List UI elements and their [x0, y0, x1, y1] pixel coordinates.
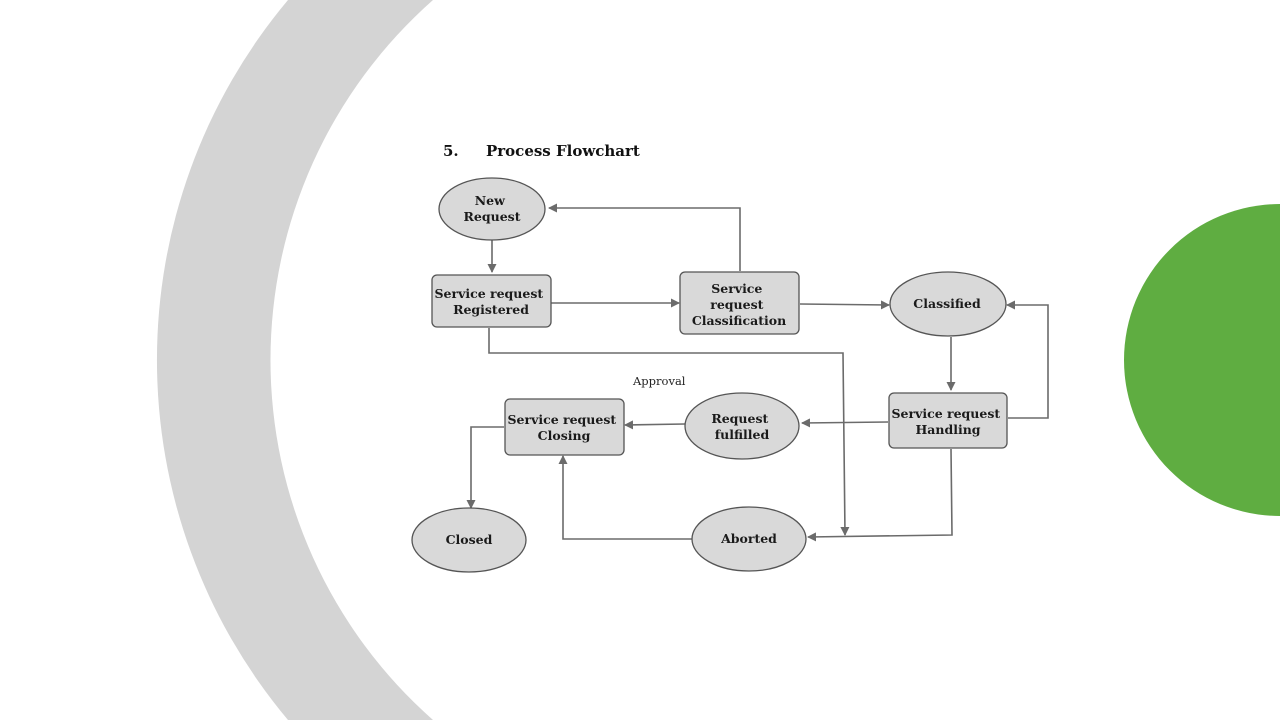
node-label-line: request: [710, 297, 763, 312]
node-shape: [889, 271, 1007, 337]
background-arc: [156, 0, 433, 720]
connector-fulfilled-to-closing: [624, 420, 686, 430]
node-closed: Closed: [411, 507, 527, 573]
node-label: Service request Registered: [435, 286, 548, 317]
node-label-line: Service request: [892, 406, 1001, 421]
node-label-line: Request: [464, 209, 521, 224]
node-shape: [691, 506, 807, 572]
connector-handling-to-aborted: [807, 448, 953, 542]
node-label-line: Request: [711, 411, 768, 426]
node-label: Closed: [446, 532, 493, 547]
node-shape: [684, 392, 800, 460]
connector-classification-to-classified: [799, 300, 890, 310]
node-shape: [504, 398, 625, 456]
node-shape: [888, 392, 1008, 449]
connector-registered-to-aborted: [488, 328, 850, 536]
node-label-line: Classified: [913, 296, 981, 311]
section-number: 5.: [443, 142, 459, 160]
node-label: Service request Handling: [892, 406, 1005, 437]
node-handling: Service request Handling: [888, 392, 1008, 449]
flowchart-connectors: [466, 203, 1049, 542]
node-label-line: Registered: [453, 302, 529, 317]
node-label-line: Classification: [692, 313, 786, 328]
node-label: Aborted: [720, 531, 777, 546]
node-label: New Request: [464, 193, 521, 224]
node-label: Request fulfilled: [711, 411, 772, 442]
node-classified: Classified: [889, 271, 1007, 337]
node-label-line: fulfilled: [715, 427, 770, 442]
connector-closing-to-closed: [466, 426, 504, 509]
node-registered: Service request Registered: [431, 274, 552, 328]
node-shape: [431, 274, 552, 328]
accent-circle: [1124, 204, 1280, 516]
connector-handling-to-classified: [1006, 300, 1049, 419]
node-closing: Service request Closing: [504, 398, 625, 456]
node-label-line: Closed: [446, 532, 493, 547]
node-label: Service request Classification: [692, 281, 786, 328]
node-label-line: Service request: [508, 412, 617, 427]
node-classification: Service request Classification: [679, 271, 800, 335]
node-label-line: Service: [711, 281, 762, 296]
node-label-line: New: [475, 193, 506, 208]
connector-classification-to-new: [548, 203, 741, 271]
node-label: Classified: [913, 296, 981, 311]
node-aborted: Aborted: [691, 506, 807, 572]
approval-annotation: Approval: [632, 374, 686, 388]
node-shape: [438, 177, 546, 241]
node-label: Service request Closing: [508, 412, 621, 443]
node-label-line: Aborted: [720, 531, 777, 546]
connector-aborted-to-closing: [558, 455, 693, 540]
connector-handling-to-fulfilled: [801, 418, 889, 428]
node-fulfilled: Request fulfilled: [684, 392, 800, 460]
node-label-line: Closing: [538, 428, 591, 443]
node-shape: [679, 271, 800, 335]
node-label-line: Service request: [435, 286, 544, 301]
node-shape: [411, 507, 527, 573]
node-label-line: Handling: [915, 422, 980, 437]
node-new-request: New Request: [438, 177, 546, 241]
section-title: Process Flowchart: [486, 142, 640, 160]
